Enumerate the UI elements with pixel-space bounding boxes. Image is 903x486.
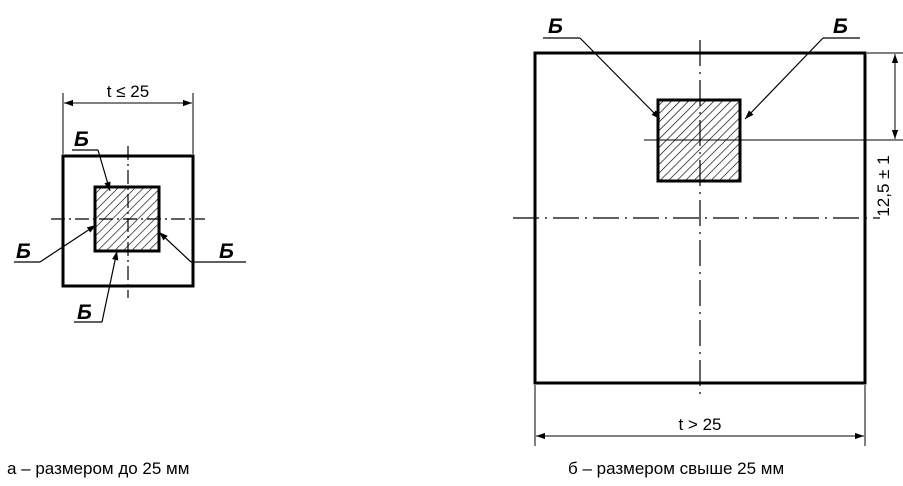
leader-a-top: Б — [72, 128, 111, 192]
dimension-b-width-label: t > 25 — [678, 415, 721, 434]
marker-letter-a-right: Б — [219, 240, 234, 263]
marker-letter-a-bottom: Б — [77, 301, 92, 324]
marker-letter-a-top: Б — [74, 128, 89, 151]
dimension-a-label: t ≤ 25 — [107, 82, 149, 101]
dimension-a-width: t ≤ 25 — [62, 82, 194, 154]
leader-b-right: Б — [744, 15, 860, 120]
leader-a-left: Б — [14, 224, 97, 263]
marker-letter-b-left: Б — [548, 15, 563, 38]
dimension-b-width: t > 25 — [534, 385, 866, 446]
leader-a-bottom: Б — [74, 250, 119, 324]
figure-b: t > 25 12,5 ± 1 Б Б б – размером свыше 2… — [513, 15, 903, 478]
leader-b-left: Б — [543, 15, 661, 120]
dimension-b-offset: 12,5 ± 1 — [867, 52, 903, 217]
marker-letter-a-left: Б — [16, 240, 31, 263]
caption-b: б – размером свыше 25 мм — [568, 459, 784, 478]
caption-a: а – размером до 25 мм — [7, 459, 189, 478]
marker-letter-b-right: Б — [833, 15, 848, 38]
figure-a: t ≤ 25 Б Б Б Б а – размером до 25 мм — [7, 82, 246, 478]
leader-a-right: Б — [158, 231, 246, 263]
dimension-b-offset-label: 12,5 ± 1 — [874, 155, 893, 216]
